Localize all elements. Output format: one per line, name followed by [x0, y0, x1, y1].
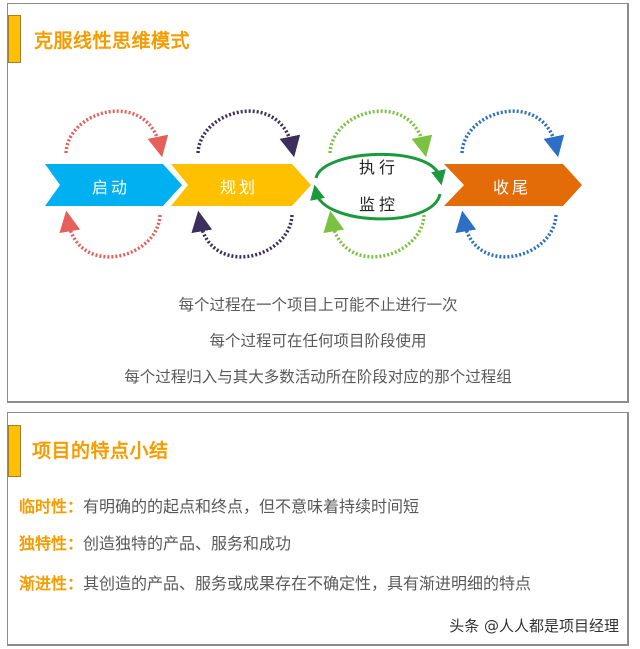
characteristic-item: 独特性：创造独特的产品、服务和成功 [19, 530, 291, 554]
stage-label-planning: 规划 [220, 178, 259, 197]
loop-arrow-icon [59, 109, 565, 259]
watermark: 头条 @人人都是项目经理 [449, 617, 619, 635]
title-accent-bar [8, 15, 21, 63]
characteristic-text: 其创造的产品、服务或成果存在不确定性，具有渐进明细的特点 [83, 574, 532, 593]
stage-label-closing: 收尾 [493, 178, 532, 197]
characteristic-item: 渐进性：其创造的产品、服务或成果存在不确定性，具有渐进明细的特点 [19, 566, 619, 602]
note-line: 每个过程归入与其大多数活动所在阶段对应的那个过程组 [124, 368, 512, 386]
stage-label-executing: 执行 [359, 158, 400, 177]
title-accent-bar [8, 425, 21, 477]
section-project-characteristics: 项目的特点小结 临时性：有明确的的起点和终点，但不意味着持续时间短 独特性：创造… [7, 412, 629, 646]
characteristic-item: 临时性：有明确的的起点和终点，但不意味着持续时间短 [19, 493, 419, 517]
process-group-diagram [45, 109, 582, 259]
characteristic-text: 创造独特的产品、服务和成功 [83, 534, 292, 553]
characteristic-key: 渐进性： [19, 574, 84, 593]
section-linear-thinking: 克服线性思维模式 启动 规划 [7, 3, 629, 403]
section-title: 项目的特点小结 [32, 440, 169, 462]
stage-label-initiating: 启动 [92, 178, 131, 197]
stage-closing [444, 164, 582, 206]
stage-planning [171, 164, 311, 206]
characteristic-text: 有明确的的起点和终点，但不意味着持续时间短 [83, 497, 420, 516]
note-line: 每个过程可在任何项目阶段使用 [209, 332, 427, 350]
cycle-arrows-icon [310, 152, 446, 221]
characteristic-key: 临时性： [19, 497, 84, 516]
note-line: 每个过程在一个项目上可能不止进行一次 [178, 296, 458, 314]
characteristic-key: 独特性： [19, 534, 84, 553]
section-title: 克服线性思维模式 [34, 30, 191, 52]
stage-label-monitoring: 监控 [359, 195, 400, 214]
stage-initiating [45, 164, 182, 206]
